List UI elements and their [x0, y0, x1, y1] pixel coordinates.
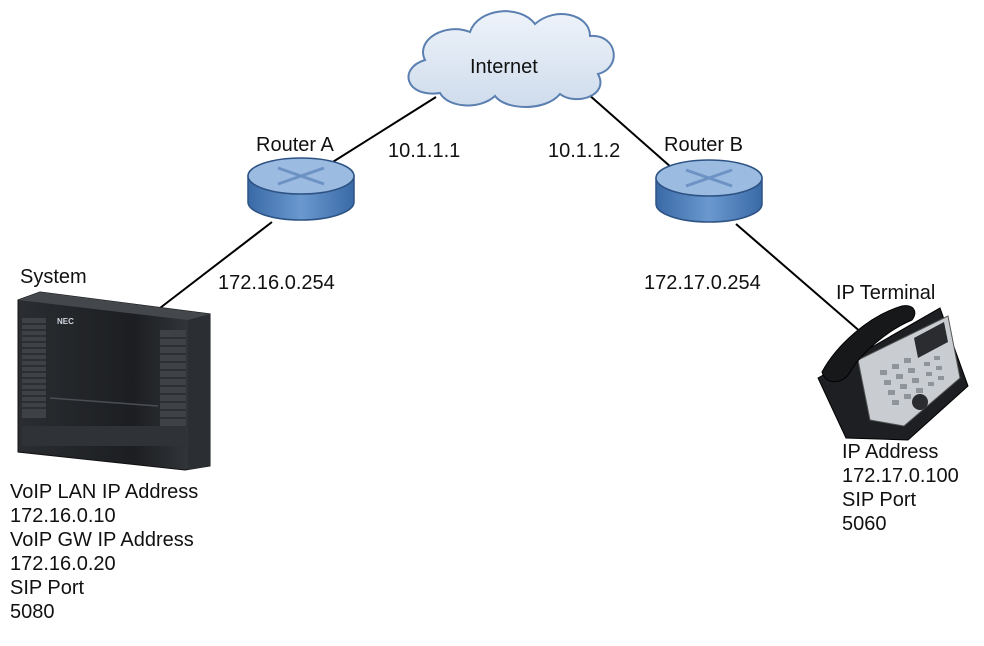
router-a-label: Router A: [256, 134, 334, 156]
system-detail-line: 172.16.0.10: [10, 505, 116, 527]
system-details: VoIP LAN IP Address 172.16.0.10 VoIP GW …: [10, 480, 198, 624]
system-detail-line: SIP Port: [10, 577, 85, 599]
link-internet-routerb: [587, 93, 673, 169]
router-a-wan-ip: 10.1.1.1: [388, 140, 461, 162]
system-detail-line: VoIP LAN IP Address: [10, 481, 199, 503]
router-a-icon: [247, 157, 355, 221]
system-detail-line: VoIP GW IP Address: [10, 529, 194, 551]
link-routera-internet: [327, 96, 437, 166]
internet-label: Internet: [470, 56, 538, 78]
terminal-detail-line: SIP Port: [842, 489, 917, 511]
system-brand-logo: NEC: [57, 317, 74, 326]
terminal-detail-line: IP Address: [842, 441, 939, 463]
terminal-detail-line: 5060: [842, 513, 887, 535]
router-a-lan-ip: 172.16.0.254: [218, 272, 335, 294]
router-b-lan-ip: 172.17.0.254: [644, 272, 761, 294]
ip-terminal-label: IP Terminal: [836, 282, 936, 304]
system-label: System: [20, 266, 87, 288]
router-b-label: Router B: [664, 134, 743, 156]
system-detail-line: 172.16.0.20: [10, 553, 116, 575]
router-b-icon: [655, 159, 763, 223]
system-cabinet-icon: [17, 291, 211, 471]
link-routera-system: [159, 221, 273, 309]
router-b-wan-ip: 10.1.1.2: [548, 140, 621, 162]
ip-terminal-phone-icon: [817, 305, 969, 441]
link-routerb-terminal: [735, 223, 871, 341]
system-detail-line: 5080: [10, 601, 55, 623]
terminal-detail-line: 172.17.0.100: [842, 465, 959, 487]
internet-cloud-icon: [407, 10, 615, 108]
terminal-details: IP Address 172.17.0.100 SIP Port 5060: [842, 440, 959, 536]
